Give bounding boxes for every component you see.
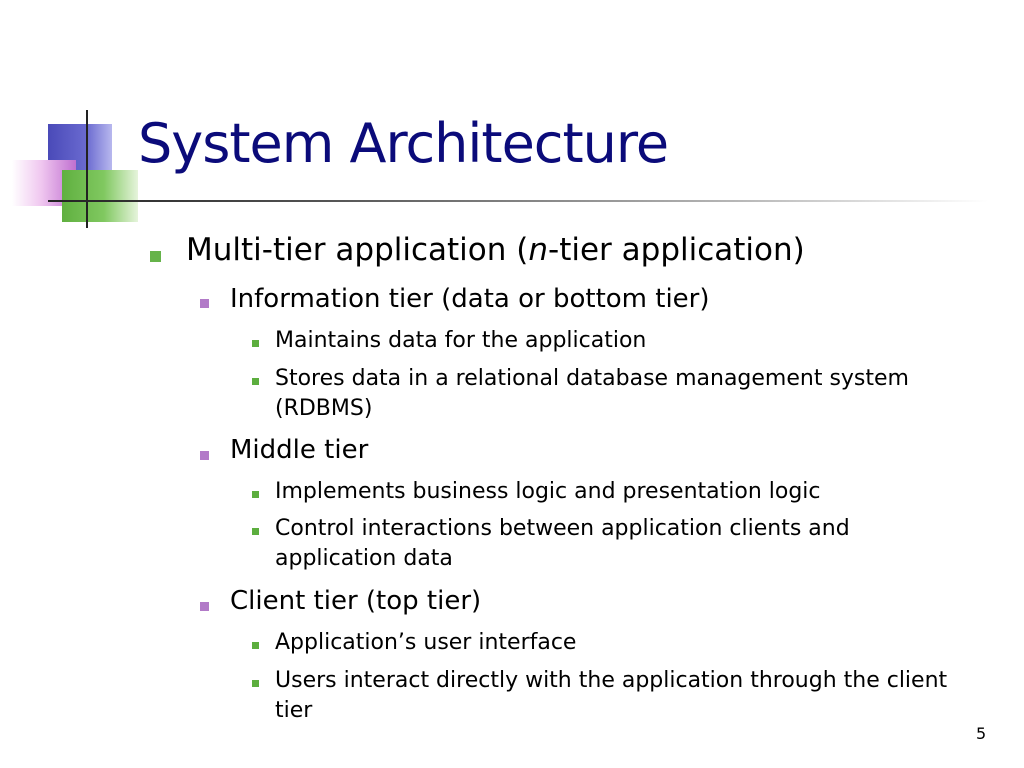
green-square bbox=[62, 170, 138, 222]
title-underline bbox=[48, 200, 988, 202]
bullet-marker-level3 bbox=[252, 680, 259, 687]
decorative-logo-squares bbox=[0, 0, 160, 240]
slide-title: System Architecture bbox=[138, 112, 669, 175]
bullet-information-tier: Information tier (data or bottom tier) bbox=[230, 284, 710, 314]
bullet-middle-tier: Middle tier bbox=[230, 435, 369, 465]
bullet-control-interactions: Control interactions between application… bbox=[275, 516, 850, 571]
bullet-client-tier: Client tier (top tier) bbox=[230, 586, 482, 616]
bullet-multi-tier: Multi-tier application (n-tier applicati… bbox=[186, 232, 805, 268]
bullet-stores-data: Stores data in a relational database man… bbox=[275, 366, 909, 421]
bullet-marker-level3 bbox=[252, 340, 259, 347]
bullet-marker-level2 bbox=[200, 451, 209, 460]
bullet-users-interact: Users interact directly with the applica… bbox=[275, 668, 948, 723]
bullet-text-post: -tier application) bbox=[548, 232, 805, 268]
bullet-marker-level3 bbox=[252, 491, 259, 498]
bullet-text-pre: Multi-tier application ( bbox=[186, 232, 529, 268]
bullet-text-italic: n bbox=[528, 232, 549, 268]
bullet-maintains-data: Maintains data for the application bbox=[275, 328, 647, 353]
bullet-user-interface: Application’s user interface bbox=[275, 630, 577, 655]
bullet-business-logic: Implements business logic and presentati… bbox=[275, 479, 821, 504]
bullet-marker-level3 bbox=[252, 528, 259, 535]
bullet-marker-level1 bbox=[150, 251, 161, 262]
bullet-marker-level2 bbox=[200, 602, 209, 611]
bullet-marker-level2 bbox=[200, 299, 209, 308]
page-number: 5 bbox=[976, 724, 987, 743]
bullet-marker-level3 bbox=[252, 642, 259, 649]
vertical-rule bbox=[86, 110, 88, 228]
bullet-marker-level3 bbox=[252, 378, 259, 385]
